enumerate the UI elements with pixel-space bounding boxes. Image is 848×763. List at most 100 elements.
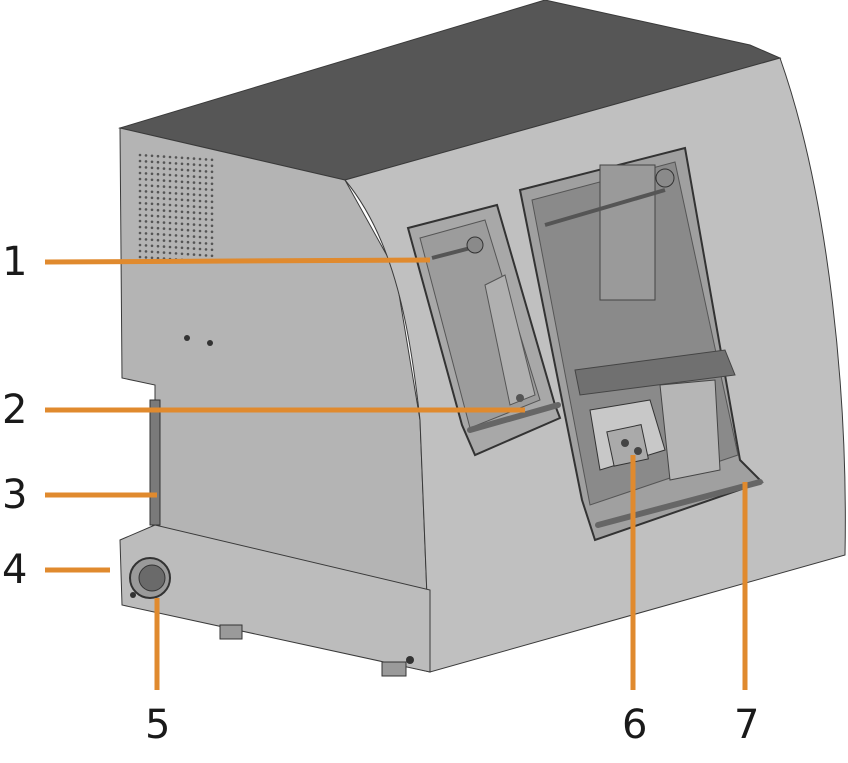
vent-hole (186, 222, 190, 226)
vent-hole (180, 198, 184, 202)
vent-hole (162, 197, 166, 200)
vent-hole (168, 155, 172, 159)
vent-hole (138, 237, 142, 241)
vent-hole (138, 255, 142, 259)
left-window-hinge (466, 236, 484, 254)
vent-hole (156, 190, 160, 194)
vent-hole (186, 162, 190, 166)
vent-hole (168, 251, 172, 255)
vent-hole (150, 184, 154, 188)
vent-hole (156, 208, 160, 212)
vent-hole (210, 200, 214, 204)
vent-hole (186, 228, 190, 232)
ventilation-grid (138, 153, 214, 264)
vent-hole (186, 198, 190, 202)
vent-hole (168, 197, 172, 201)
vent-hole (210, 176, 214, 180)
vent-hole (138, 195, 142, 199)
vent-hole (138, 231, 142, 235)
vent-hole (174, 252, 178, 255)
vent-hole (138, 189, 142, 193)
vent-hole (210, 236, 214, 240)
vent-hole (186, 180, 190, 184)
vent-hole (180, 192, 184, 196)
vent-hole (192, 229, 196, 232)
vent-hole (192, 181, 196, 184)
vent-hole (198, 199, 202, 203)
vent-hole (186, 174, 190, 178)
vent-hole (192, 241, 196, 244)
vent-hole (144, 202, 148, 205)
side-slot (149, 399, 161, 526)
vent-hole (180, 252, 184, 256)
vent-hole (186, 234, 190, 238)
vent-hole (198, 205, 202, 209)
vent-hole (204, 236, 208, 239)
left-window-screw (516, 394, 524, 402)
vent-hole (174, 198, 178, 201)
vent-hole (150, 196, 154, 200)
vent-hole (162, 155, 166, 158)
vent-hole (150, 238, 154, 242)
vent-hole (180, 240, 184, 244)
vent-hole (168, 179, 172, 183)
vent-hole (144, 178, 148, 181)
vent-hole (150, 256, 154, 260)
port-inner (138, 564, 166, 592)
vent-hole (210, 158, 214, 162)
vent-hole (204, 158, 208, 161)
vent-hole (180, 174, 184, 178)
vent-hole (180, 162, 184, 166)
vent-hole (138, 153, 142, 157)
vent-hole (144, 238, 148, 241)
vent-hole (138, 243, 142, 247)
work-chamber-floor (574, 349, 736, 396)
vent-hole (138, 159, 142, 163)
vent-hole (174, 222, 178, 225)
vent-hole (204, 254, 208, 257)
vent-hole (192, 211, 196, 214)
vent-hole (162, 191, 166, 194)
vent-hole (156, 220, 160, 224)
vent-hole (204, 224, 208, 227)
vent-hole (210, 248, 214, 252)
right-window-handle (595, 479, 763, 528)
vent-hole (138, 165, 142, 169)
vent-hole (204, 218, 208, 221)
vent-hole (204, 170, 208, 173)
vent-hole (156, 256, 160, 260)
vent-hole (168, 209, 172, 213)
vent-hole (156, 232, 160, 236)
side-screw (184, 335, 190, 341)
vent-hole (180, 222, 184, 226)
vent-hole (168, 215, 172, 219)
vent-hole (192, 235, 196, 238)
vent-hole (174, 240, 178, 243)
vent-hole (174, 246, 178, 249)
vent-hole (162, 227, 166, 230)
vent-hole (162, 161, 166, 164)
vent-hole (168, 161, 172, 165)
vent-hole (150, 220, 154, 224)
vent-hole (210, 242, 214, 246)
vent-hole (204, 182, 208, 185)
vent-hole (180, 168, 184, 172)
vent-hole (210, 254, 214, 258)
vent-hole (162, 167, 166, 170)
vent-hole (138, 207, 142, 211)
vent-hole (168, 245, 172, 249)
vent-hole (162, 251, 166, 254)
vent-hole (138, 183, 142, 187)
vent-hole (174, 210, 178, 213)
callout-1: 1 (2, 239, 28, 285)
vent-hole (180, 180, 184, 184)
vent-hole (186, 240, 190, 244)
vent-hole (138, 219, 142, 223)
vent-hole (174, 174, 178, 177)
vent-hole (174, 162, 178, 165)
vent-hole (162, 221, 166, 224)
vent-hole (186, 210, 190, 214)
vent-hole (150, 178, 154, 182)
vent-hole (192, 193, 196, 196)
vent-hole (156, 238, 160, 242)
